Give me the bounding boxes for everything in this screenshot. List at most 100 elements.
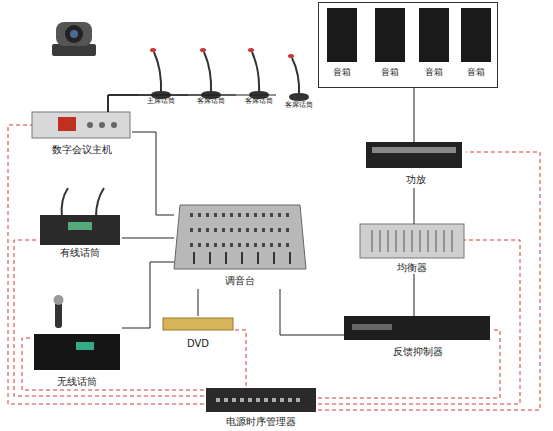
wireless-mic-set xyxy=(34,295,120,370)
device-node: 音箱 xyxy=(372,6,408,82)
mixer-faders xyxy=(194,252,290,264)
speaker-enclosure: 音箱音箱音箱音箱 xyxy=(318,2,498,88)
device-label: 无线话筒 xyxy=(12,376,142,387)
host-display xyxy=(58,117,76,131)
suppressor-body xyxy=(344,316,490,340)
receiver-display xyxy=(76,342,94,350)
signal-cable xyxy=(132,132,174,215)
device-label: 音箱 xyxy=(438,68,514,78)
camera xyxy=(52,22,96,56)
mixer xyxy=(174,205,306,269)
device-label: DVD xyxy=(143,338,253,349)
mic-neck xyxy=(204,52,211,93)
device-label: 音箱 xyxy=(352,68,428,78)
speaker-cabinet xyxy=(375,8,405,62)
device-node: 无线话筒 xyxy=(32,298,122,390)
device-node: 数字会议主机 xyxy=(32,112,132,160)
mic-neck xyxy=(154,52,161,93)
device-label: 数字会议主机 xyxy=(12,144,152,155)
device-node: 调音台 xyxy=(174,205,306,289)
camera-body xyxy=(56,22,92,46)
signal-cable xyxy=(108,95,138,112)
knob xyxy=(111,122,117,128)
device-label: 音箱 xyxy=(304,68,380,78)
device-label: 主席话筒 xyxy=(118,98,204,106)
device-node: DVD xyxy=(163,316,233,352)
power-cable xyxy=(14,240,204,396)
power-sequencer xyxy=(206,388,316,412)
speaker-cabinet xyxy=(327,8,357,62)
signal-cable xyxy=(414,188,415,224)
eq-sliders xyxy=(372,230,452,252)
device-node: 音箱 xyxy=(416,6,452,82)
signal-cable xyxy=(122,262,174,328)
power-cable xyxy=(8,125,204,404)
signal-cable xyxy=(280,289,344,335)
mic-neck xyxy=(292,58,299,95)
signal-cable xyxy=(414,274,415,316)
speaker-cabinet xyxy=(419,8,449,62)
device-node: 均衡器 xyxy=(360,224,464,274)
device-label: 调音台 xyxy=(154,275,326,286)
device-node: 功放 xyxy=(366,142,466,188)
device-label: 音箱 xyxy=(396,68,472,78)
eq-body xyxy=(360,224,464,258)
device-node: 主席话筒 xyxy=(138,40,184,112)
sequencer-lights xyxy=(216,398,300,402)
device-label: 功放 xyxy=(346,174,486,185)
device-label: 客席话筒 xyxy=(256,102,342,110)
camera-lens xyxy=(65,25,83,43)
feedback-suppressor xyxy=(344,316,490,340)
receiver-body xyxy=(34,334,120,370)
sequencer-body xyxy=(206,388,316,412)
equalizer xyxy=(360,224,464,258)
device-label: 电源时序管理器 xyxy=(184,416,338,427)
device-label: 客席话筒 xyxy=(168,98,254,106)
suppressor-panel xyxy=(352,324,392,330)
mic-head xyxy=(288,54,294,58)
device-node: 音箱 xyxy=(324,6,360,82)
power-cable xyxy=(318,152,540,410)
device-node: 有线话筒 xyxy=(38,185,122,259)
device-node: 客席话筒 xyxy=(188,40,234,112)
speakers xyxy=(327,8,491,62)
mic-grille xyxy=(54,295,64,305)
mixer-body xyxy=(174,205,306,269)
device-node: 反馈抑制器 xyxy=(344,316,492,360)
device-label: 均衡器 xyxy=(340,262,484,273)
power-cable xyxy=(318,240,520,404)
signal-cable xyxy=(198,289,199,316)
device-node: 客席话筒 xyxy=(276,44,322,118)
mic-neck xyxy=(62,188,104,217)
mixer-knobs xyxy=(190,215,290,245)
device-label: 反馈抑制器 xyxy=(324,346,512,357)
speaker-cabinet xyxy=(461,8,491,62)
amplifier xyxy=(366,142,462,168)
device-label: 有线话筒 xyxy=(18,247,142,258)
amp-body xyxy=(366,142,462,168)
wired-mic-display xyxy=(68,222,92,230)
conference-host xyxy=(32,112,130,138)
mic-head xyxy=(248,48,254,52)
wired-mic-set xyxy=(40,188,120,245)
wired-mic-base xyxy=(40,215,120,245)
power-cable xyxy=(233,330,246,386)
mic-head xyxy=(200,48,206,52)
signal-cable xyxy=(414,88,415,142)
device-node: 客席话筒 xyxy=(236,40,282,112)
power-cable xyxy=(318,330,500,398)
knob xyxy=(87,122,93,128)
dvd-player xyxy=(163,318,233,330)
microphones xyxy=(150,48,308,100)
signal-cable xyxy=(122,238,174,239)
knob xyxy=(99,122,105,128)
device-node: 电源时序管理器 xyxy=(204,386,318,430)
camera-glass xyxy=(70,30,78,38)
mic-neck xyxy=(252,52,259,93)
device-node: 音箱 xyxy=(458,6,494,82)
amp-panel xyxy=(372,147,456,153)
power-cable xyxy=(22,338,204,390)
